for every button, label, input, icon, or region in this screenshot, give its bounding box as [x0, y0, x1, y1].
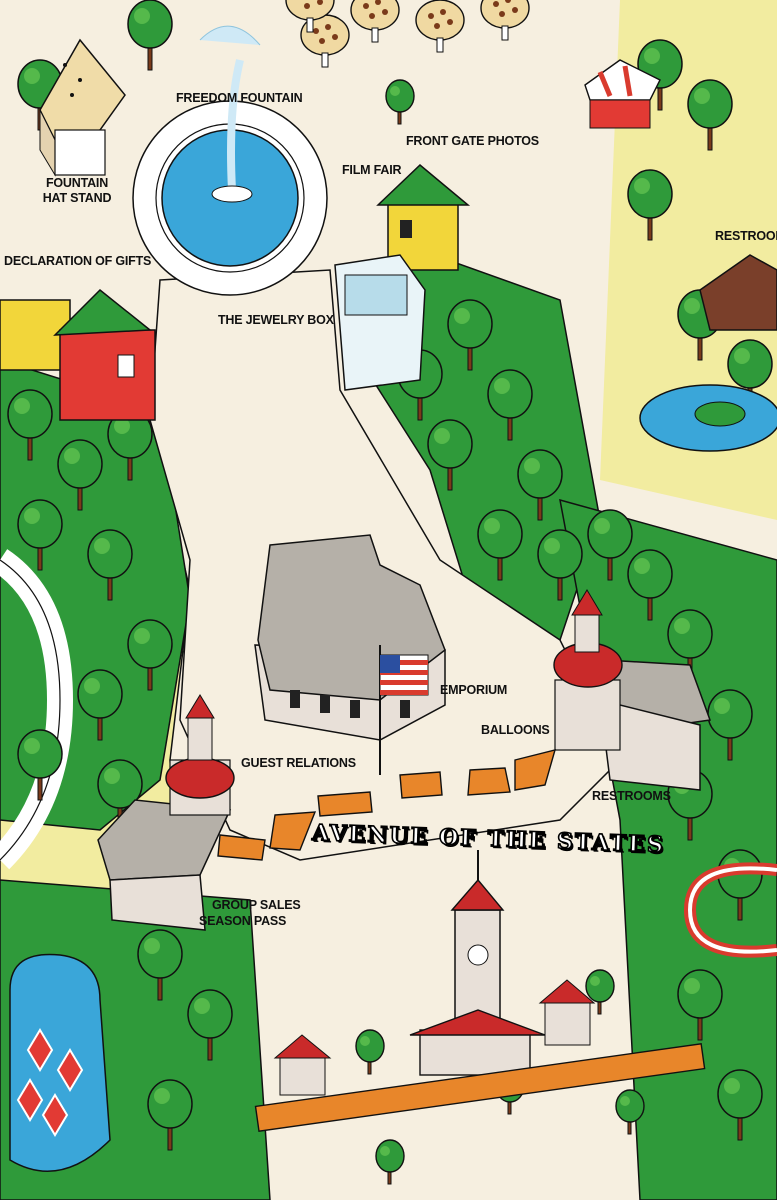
restroom-building-top: [699, 254, 777, 331]
hat-stand-building: [39, 38, 126, 177]
label-film-fair: FILM FAIR: [342, 163, 402, 177]
coaster-icon: [683, 862, 777, 958]
label-emporium: EMPORIUM: [440, 683, 508, 697]
fountain-icon: [132, 25, 328, 296]
label-freedom-fountain: FREEDOM FOUNTAIN: [176, 91, 303, 105]
label-group-sales: GROUP SALES: [212, 898, 301, 912]
clock-tower-icon: [254, 850, 706, 1132]
gifts-building: [0, 288, 156, 421]
label-jewelry-box: THE JEWELRY BOX: [218, 313, 334, 327]
label-restrooms-top: RESTROOM: [715, 229, 777, 243]
label-front-gate-photos: FRONT GATE PHOTOS: [406, 134, 539, 148]
flag-icon: [379, 645, 429, 775]
label-fountain-hat-stand: FOUNTAIN HAT STAND: [35, 176, 119, 206]
walkway-canopy: [217, 749, 557, 861]
label-balloons: BALLOONS: [481, 723, 550, 737]
group-sales-building: [97, 694, 235, 931]
label-guest-relations: GUEST RELATIONS: [241, 756, 356, 770]
label-restrooms-bottom: RESTROOMS: [592, 789, 671, 803]
kiosk-building: [584, 59, 661, 129]
balloons-building: [553, 589, 712, 791]
jewelry-box-building: [334, 254, 426, 391]
pond-left: [9, 953, 111, 1172]
label-season-pass: SEASON PASS: [199, 914, 287, 928]
film-fair-building: [376, 163, 471, 271]
label-fountain-hat-stand-text: FOUNTAIN HAT STAND: [42, 176, 112, 205]
label-declaration-of-gifts: DECLARATION OF GIFTS: [4, 254, 152, 268]
